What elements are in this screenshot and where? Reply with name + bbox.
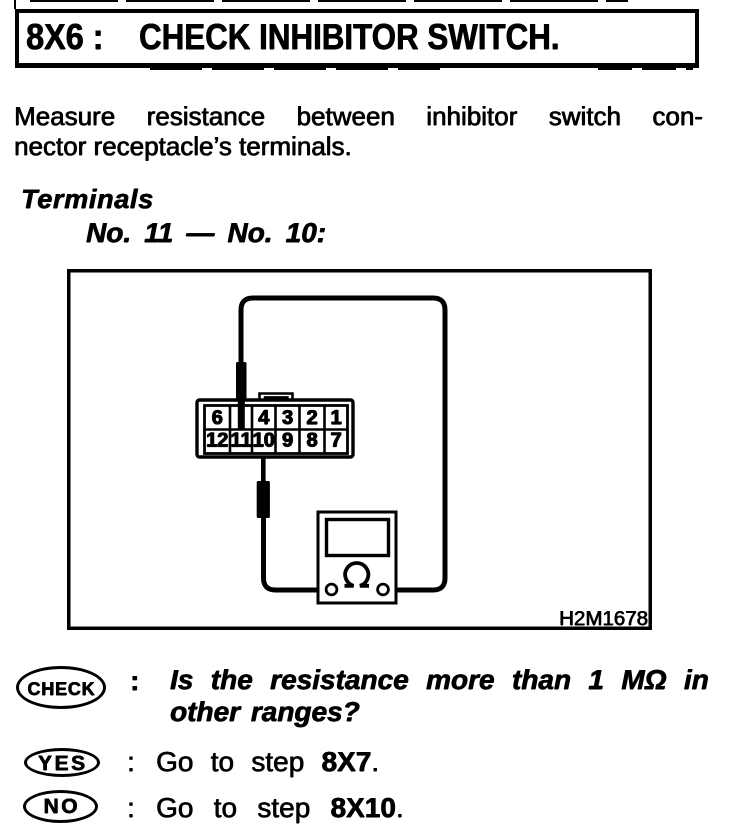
svg-text:3: 3: [282, 407, 293, 429]
svg-text:11: 11: [230, 430, 251, 452]
svg-text:2: 2: [306, 407, 317, 429]
svg-text:12: 12: [206, 430, 228, 452]
svg-text:H2M1678: H2M1678: [559, 607, 648, 630]
svg-text:4: 4: [258, 407, 270, 429]
svg-text:7: 7: [330, 430, 341, 452]
svg-text:6: 6: [212, 407, 223, 429]
svg-text:8: 8: [306, 430, 317, 452]
svg-text:1: 1: [330, 407, 341, 429]
svg-text:10: 10: [253, 430, 275, 452]
svg-text:9: 9: [282, 430, 293, 452]
